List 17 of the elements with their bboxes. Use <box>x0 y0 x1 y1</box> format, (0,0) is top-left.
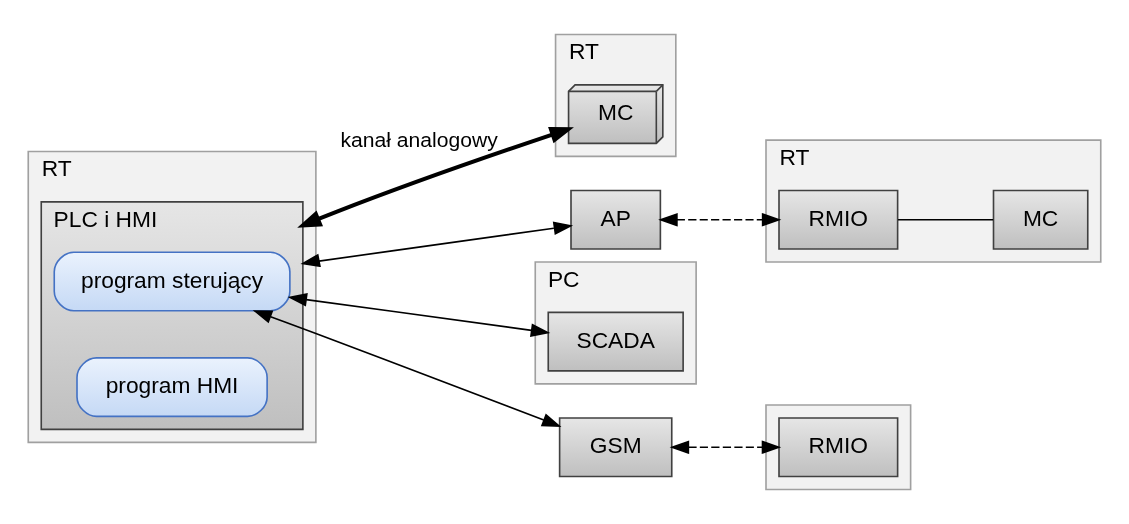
arrow <box>300 221 574 268</box>
node-box: AP <box>570 189 662 250</box>
arrow <box>287 292 551 338</box>
arrow <box>669 440 782 455</box>
node-box: program HMI <box>76 357 268 418</box>
node-box: program sterujący <box>53 251 291 312</box>
node-box: RMIO <box>778 189 899 250</box>
node-box: MC <box>992 189 1089 250</box>
arrow <box>252 310 562 427</box>
edge-label: kanał analogowy <box>340 128 498 152</box>
node-box: GSM <box>558 417 673 478</box>
arrow <box>658 212 782 227</box>
connector <box>897 218 994 221</box>
node-box: RMIO <box>778 417 899 478</box>
arrow <box>297 126 574 228</box>
node-box: SCADA <box>547 311 684 372</box>
cluster <box>765 404 912 491</box>
